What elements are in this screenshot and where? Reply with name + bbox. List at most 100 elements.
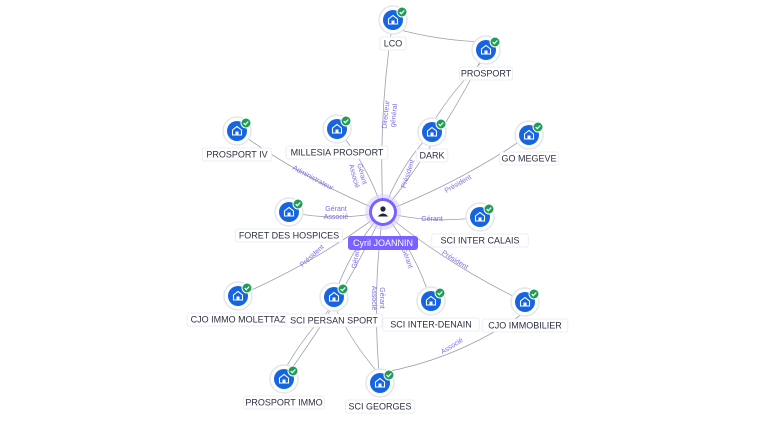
company-name-label: FORET DES HOSPICES: [239, 231, 339, 241]
edge-go-megeve: [382, 134, 530, 213]
building-icon: [387, 14, 399, 25]
edge-role-label: Président: [401, 159, 417, 189]
company-name-label: SCI PERSAN SPORT: [290, 316, 378, 326]
building-icon: [232, 290, 244, 301]
company-name-label: LCO: [384, 39, 403, 49]
company-label-badge: [285, 313, 383, 328]
edge-role-label: Gérant: [378, 287, 385, 308]
company-name-label: PROSPORT: [461, 69, 512, 79]
company-node-sci-persan-sport[interactable]: SCI PERSAN SPORT: [285, 282, 383, 328]
building-icon: [331, 123, 343, 134]
verified-check-icon: [435, 118, 447, 130]
company-name-label: SCI INTER-DENAIN: [390, 320, 472, 330]
company-node-foret-des-hospices[interactable]: FORET DES HOSPICES: [234, 197, 343, 243]
company-node-cjo-immobilier[interactable]: CJO IMMOBILIER: [481, 287, 569, 333]
center-name-label: Cyril JOANNIN: [353, 238, 413, 248]
edge-label-dark: Président: [401, 159, 417, 189]
company-name-label: GO MEGEVE: [501, 154, 556, 164]
edge-role-label: Gérant: [400, 247, 414, 270]
company-node-millesia-prosport[interactable]: MILLESIA PROSPORT: [285, 114, 389, 160]
edge-sci-georges: [375, 211, 384, 384]
verified-check-icon: [241, 282, 253, 294]
company-label-badge: [285, 145, 389, 160]
edge-lco-prosport: [392, 27, 487, 43]
edge-label-cjo-immobilier-sci-georges: Associé: [440, 337, 465, 356]
verified-check-icon: [240, 117, 252, 129]
company-node-prosport-iv[interactable]: PROSPORT IV: [201, 116, 273, 162]
edge-role-label: Gérant: [351, 247, 362, 269]
building-icon: [425, 295, 437, 306]
nodes-layer: LCO PROSPORT PROSPORT IV MILLESIA PROSPORT D…: [186, 5, 569, 414]
company-name-label: PROSPORT IV: [206, 150, 267, 160]
verified-check-icon: [383, 369, 395, 381]
edge-role-label: Administrateur: [291, 165, 335, 193]
verified-check-icon: [292, 198, 304, 210]
edge-cjo-immo-molettaz: [237, 211, 384, 297]
company-name-label: SCI GEORGES: [348, 402, 411, 412]
edge-role-label: Gérant: [421, 216, 442, 223]
verified-check-icon: [483, 203, 495, 215]
edge-label-go-megeve: Président: [444, 174, 473, 195]
company-node-sci-georges[interactable]: SCI GEORGES: [344, 368, 416, 414]
building-icon: [328, 291, 340, 302]
verified-check-icon: [489, 36, 501, 48]
building-icon: [480, 44, 492, 55]
building-icon: [523, 129, 535, 140]
company-label-badge: [201, 147, 273, 162]
company-node-prosport-immo[interactable]: PROSPORT IMMO: [243, 364, 325, 410]
company-label-badge: [243, 395, 325, 410]
edge-role-label: Associé: [324, 214, 349, 221]
building-icon: [374, 377, 386, 388]
company-node-sci-inter-calais[interactable]: SCI INTER CALAIS: [431, 202, 529, 248]
company-name-label: CJO IMMOBILIER: [488, 321, 562, 331]
verified-check-icon: [434, 287, 446, 299]
company-node-sci-inter-denain[interactable]: SCI INTER-DENAIN: [382, 286, 480, 332]
verified-check-icon: [340, 115, 352, 127]
building-icon: [474, 211, 486, 222]
company-label-badge: [499, 151, 559, 166]
verified-check-icon: [532, 121, 544, 133]
building-icon: [426, 126, 438, 137]
company-node-prosport[interactable]: PROSPORT: [458, 35, 513, 81]
company-node-lco[interactable]: LCO: [378, 5, 408, 51]
company-label-badge: [458, 66, 513, 81]
company-name-label: MILLESIA PROSPORT: [291, 148, 384, 158]
company-name-label: SCI INTER CALAIS: [440, 236, 519, 246]
company-label-badge: [481, 318, 569, 333]
edge-label-sci-inter-denain: Gérant: [400, 247, 414, 270]
company-node-dark[interactable]: DARK: [415, 117, 449, 163]
edge-role-label: Président: [444, 174, 473, 195]
company-label-badge: [431, 233, 529, 248]
edge-role-label: Président: [299, 244, 326, 269]
edge-cjo-immobilier: [382, 211, 526, 303]
edge-label-cjo-immobilier: Président: [440, 250, 469, 272]
edge-prosport-dark: [431, 57, 487, 125]
edge-role-label: Président: [440, 250, 469, 272]
edge-sci-persan-sport-prosport-immo: [283, 304, 335, 372]
building-icon: [283, 206, 295, 217]
company-node-cjo-immo-molettaz[interactable]: CJO IMMO MOLETTAZ: [186, 281, 290, 327]
building-icon: [231, 125, 243, 136]
company-name-label: CJO IMMO MOLETTAZ: [191, 315, 286, 325]
edge-label-prosport-iv: Administrateur: [291, 165, 335, 193]
building-icon: [278, 373, 290, 384]
verified-check-icon: [528, 288, 540, 300]
company-node-go-megeve[interactable]: GO MEGEVE: [499, 120, 559, 166]
edge-prosport-iv: [236, 130, 384, 213]
edge-role-label: général: [390, 103, 399, 127]
edge-role-label: Associé: [440, 337, 465, 356]
company-label-badge: [382, 317, 480, 332]
company-label-badge: [379, 36, 407, 51]
edge-label-cjo-immo-molettaz: Président: [299, 244, 326, 269]
edge-role-label: Associé: [370, 286, 377, 311]
company-label-badge: [415, 148, 449, 163]
center-person-node[interactable]: Cyril JOANNIN: [348, 194, 418, 250]
verified-check-icon: [287, 365, 299, 377]
person-icon: [377, 206, 389, 217]
edge-role-label: Directeur: [382, 99, 392, 129]
